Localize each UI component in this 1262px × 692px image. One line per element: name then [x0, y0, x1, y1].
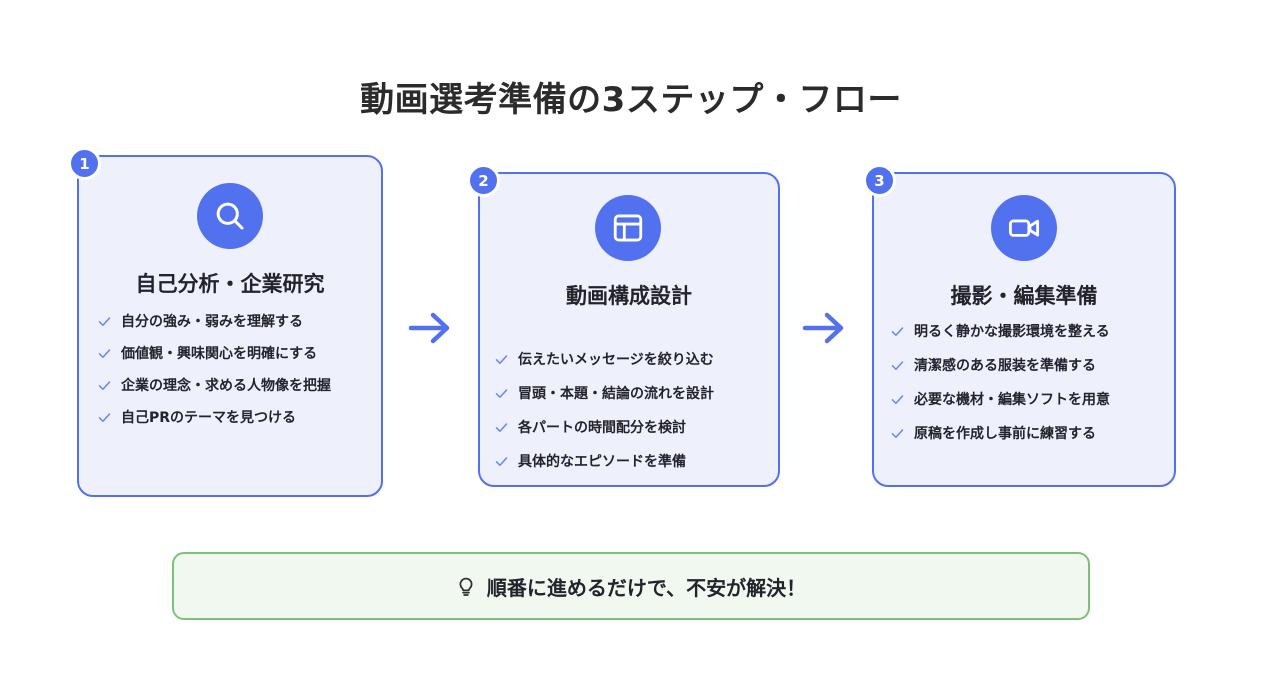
- list-item: 原稿を作成し事前に練習する: [890, 424, 1170, 445]
- step-card-2: [478, 172, 780, 487]
- check-icon: [890, 324, 905, 339]
- video-camera-icon: [991, 195, 1057, 261]
- step-title-3: 撮影・編集準備: [950, 284, 1098, 308]
- list-item-label: 冒頭・本題・結論の流れを設計: [518, 386, 714, 402]
- list-item-label: 価値観・興味関心を明確にする: [121, 346, 318, 362]
- check-icon: [494, 420, 509, 435]
- check-icon: [890, 358, 905, 373]
- check-icon: [97, 314, 112, 329]
- list-item: 企業の理念・求める人物像を把握: [97, 376, 365, 397]
- list-item-label: 明るく静かな撮影環境を整える: [914, 324, 1110, 340]
- list-item: 価値観・興味関心を明確にする: [97, 344, 365, 365]
- list-item: 伝えたいメッセージを絞り込む: [494, 350, 769, 371]
- list-item: 自己PRのテーマを見つける: [97, 408, 365, 429]
- list-item: 必要な機材・編集ソフトを用意: [890, 390, 1170, 411]
- summary-banner-content: 順番に進めるだけで、不安が解決！: [456, 572, 806, 601]
- summary-banner: 順番に進めるだけで、不安が解決！: [172, 552, 1090, 620]
- list-item-label: 原稿を作成し事前に練習する: [914, 426, 1096, 442]
- list-item-label: 自己PRのテーマを見つける: [121, 410, 297, 426]
- step-badge-1: 1: [68, 147, 101, 180]
- check-icon: [97, 378, 112, 393]
- list-item-label: 清潔感のある服装を準備する: [914, 358, 1096, 374]
- page-title: 動画選考準備の3ステップ・フロー: [360, 80, 902, 120]
- step-list-1: 自分の強み・弱みを理解する 価値観・興味関心を明確にする 企業の理念・求める人物…: [97, 312, 365, 440]
- list-item-label: 必要な機材・編集ソフトを用意: [914, 392, 1110, 408]
- step-title-2: 動画構成設計: [566, 284, 692, 308]
- step-title-1: 自己分析・企業研究: [135, 272, 325, 296]
- check-icon: [494, 454, 509, 469]
- list-item: 明るく静かな撮影環境を整える: [890, 322, 1170, 343]
- check-icon: [890, 392, 905, 407]
- step-list-2: 伝えたいメッセージを絞り込む 冒頭・本題・結論の流れを設計 各パートの時間配分を…: [494, 350, 769, 486]
- lightbulb-icon: [456, 574, 476, 598]
- list-item: 清潔感のある服装を準備する: [890, 356, 1170, 377]
- arrow-right-icon: [406, 307, 454, 349]
- list-item: 自分の強み・弱みを理解する: [97, 312, 365, 333]
- list-item-label: 伝えたいメッセージを絞り込む: [518, 352, 714, 368]
- check-icon: [97, 410, 112, 425]
- arrow-right-icon: [800, 307, 848, 349]
- check-icon: [890, 426, 905, 441]
- list-item: 冒頭・本題・結論の流れを設計: [494, 384, 769, 405]
- search-icon: [197, 183, 263, 249]
- list-item: 具体的なエピソードを準備: [494, 452, 769, 473]
- step-list-3: 明るく静かな撮影環境を整える 清潔感のある服装を準備する 必要な機材・編集ソフト…: [890, 322, 1170, 458]
- check-icon: [494, 352, 509, 367]
- list-item-label: 企業の理念・求める人物像を把握: [121, 378, 331, 394]
- layout-icon: [595, 195, 661, 261]
- check-icon: [494, 386, 509, 401]
- list-item: 各パートの時間配分を検討: [494, 418, 769, 439]
- step-badge-2: 2: [467, 164, 500, 197]
- list-item-label: 各パートの時間配分を検討: [518, 420, 686, 436]
- step-badge-3: 3: [863, 164, 896, 197]
- list-item-label: 具体的なエピソードを準備: [518, 454, 686, 470]
- summary-banner-text: 順番に進めるだけで、不安が解決！: [486, 575, 807, 600]
- check-icon: [97, 346, 112, 361]
- list-item-label: 自分の強み・弱みを理解する: [121, 314, 303, 330]
